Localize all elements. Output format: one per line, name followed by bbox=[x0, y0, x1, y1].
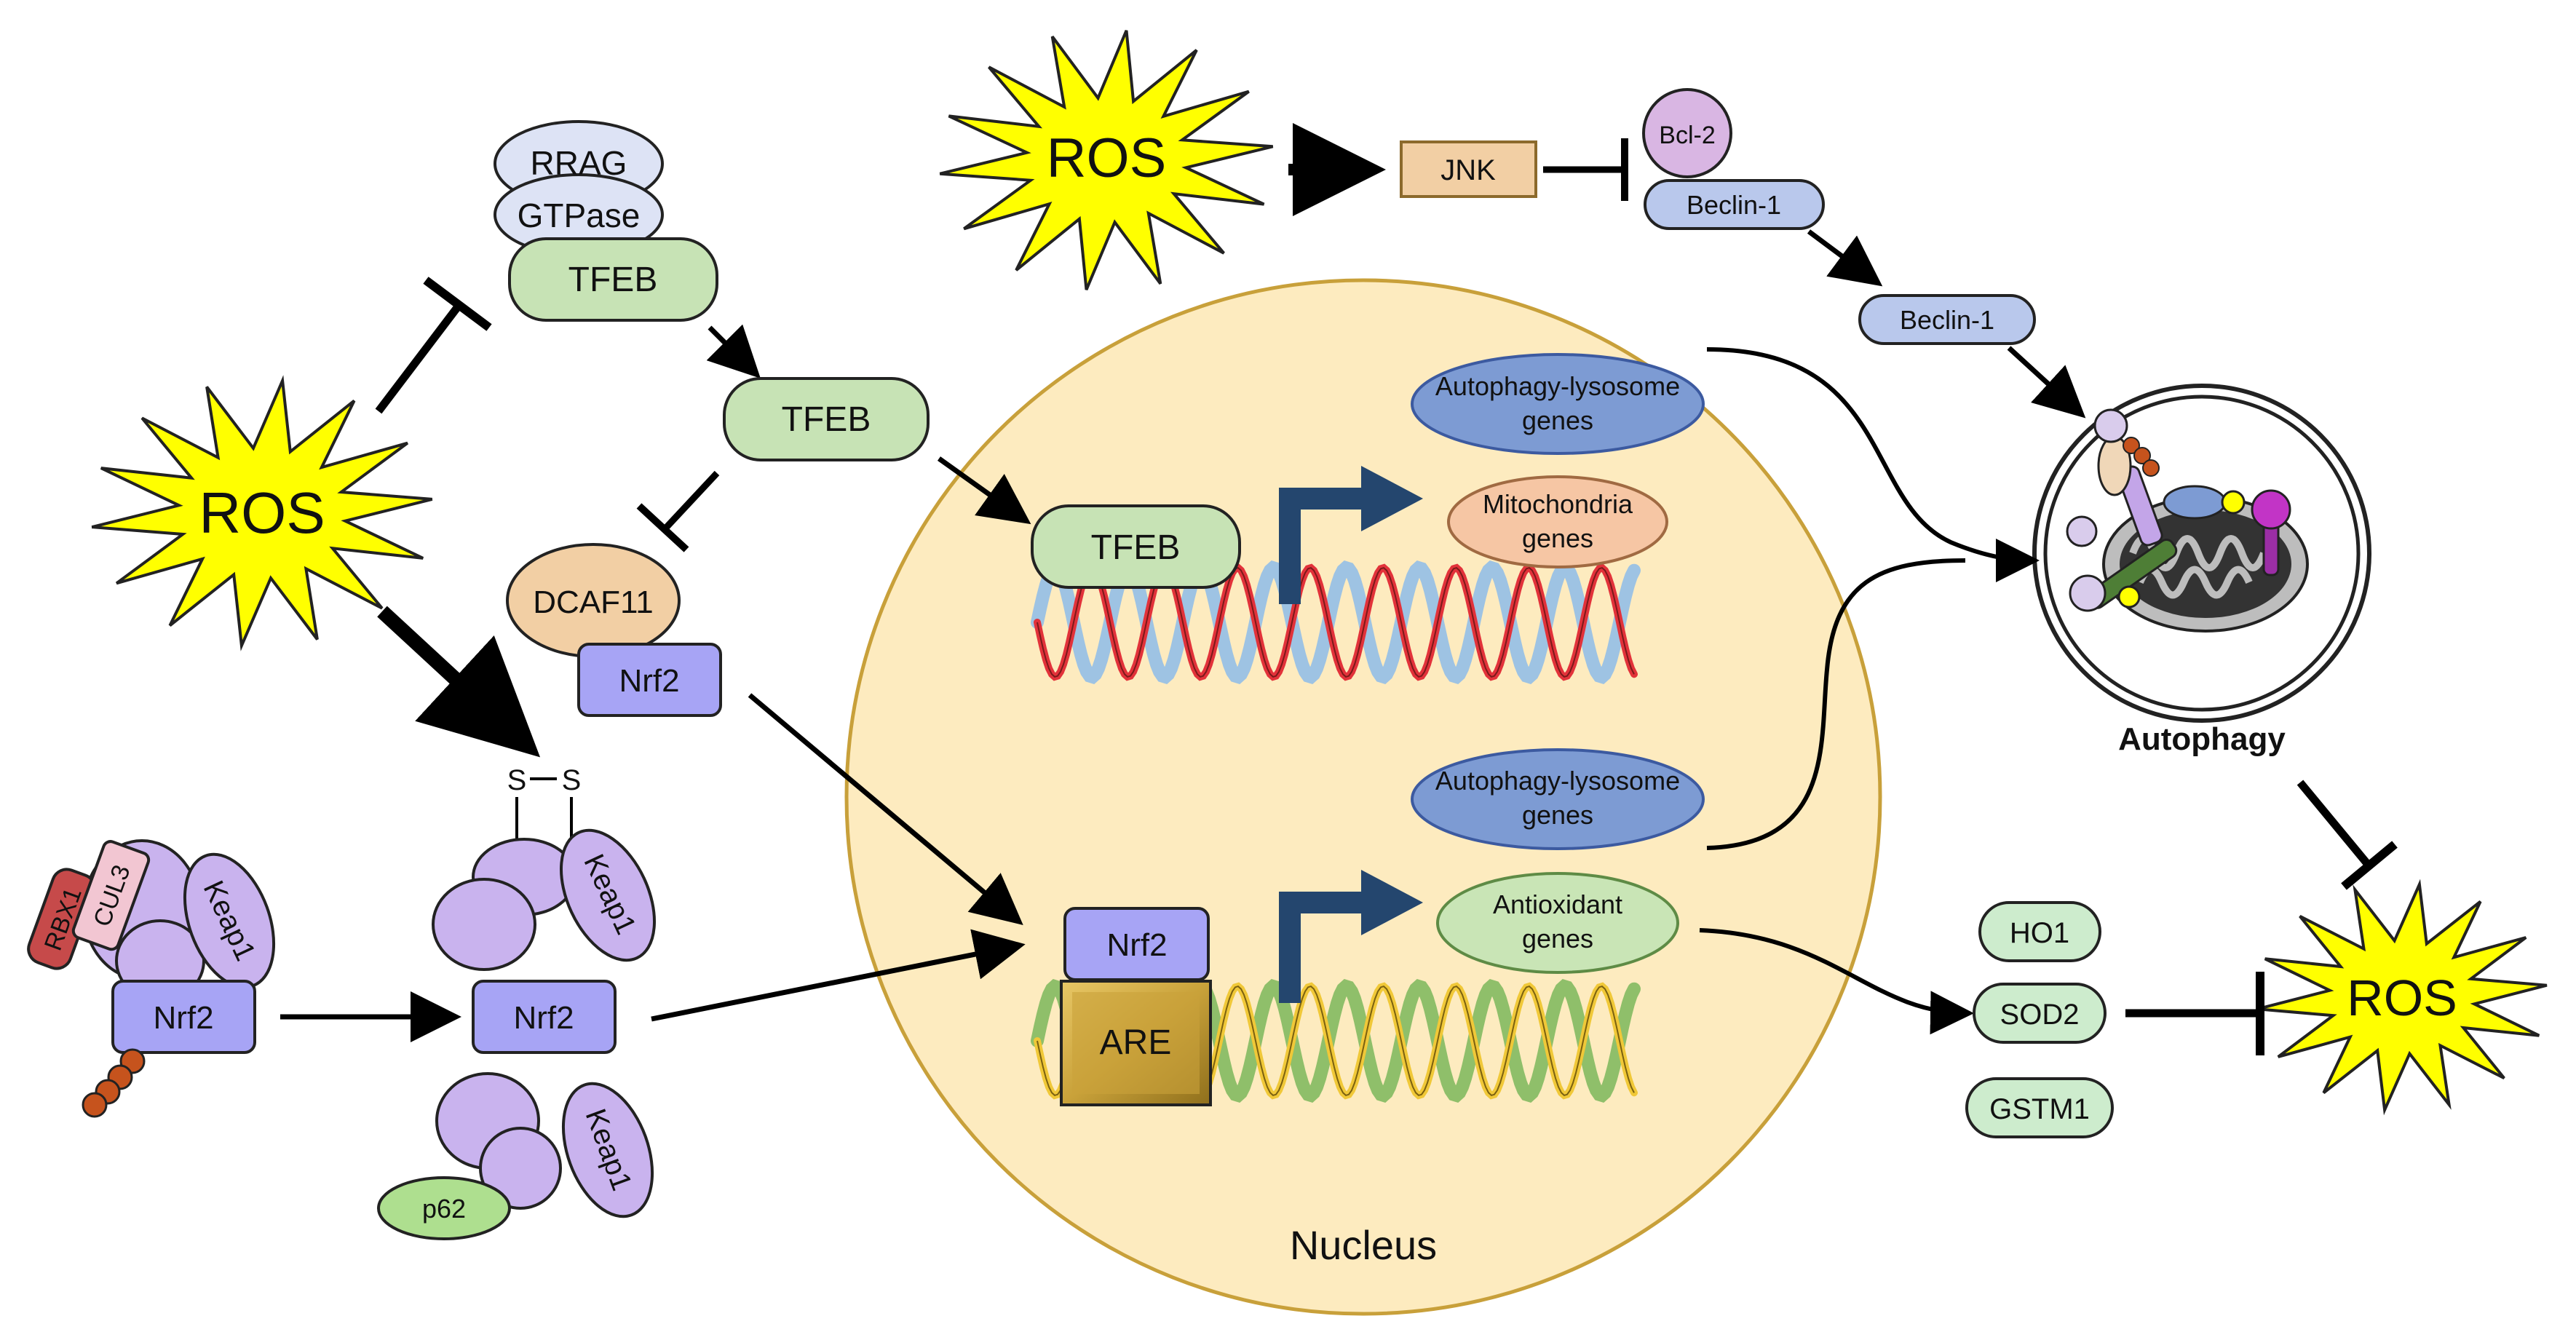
svg-text:genes: genes bbox=[1522, 523, 1593, 553]
bcl2-protein: Bcl-2 bbox=[1642, 88, 1732, 178]
enzyme-ho1: HO1 bbox=[1978, 901, 2101, 962]
svg-text:ROS: ROS bbox=[1047, 127, 1167, 189]
svg-text:genes: genes bbox=[1522, 405, 1593, 435]
jnk-box: JNK bbox=[1400, 140, 1537, 198]
dna-strand-red-outline bbox=[1037, 566, 1635, 678]
autophagy-label: Autophagy bbox=[2118, 721, 2286, 757]
arrow-free-nrf2-to-nucleus bbox=[651, 929, 1026, 1022]
arrow-tfeb-release bbox=[706, 324, 761, 378]
keap1-cul3-rbx1-complex: RBX1 CUL3 Keap1 bbox=[27, 839, 276, 1002]
transcription-arrowhead-lower bbox=[1361, 870, 1423, 935]
enzyme-gstm1: GSTM1 bbox=[1965, 1077, 2114, 1138]
arrow-antioxidant-to-enzymes bbox=[1699, 928, 1974, 1035]
svg-text:Beclin-1: Beclin-1 bbox=[1900, 305, 1994, 335]
dcaf11-protein: DCAF11 bbox=[506, 543, 681, 658]
svg-text:Antioxidant: Antioxidant bbox=[1493, 889, 1622, 919]
arrow-ros-to-keap1 bbox=[377, 606, 541, 758]
arrow-upper-genes-to-autophagy bbox=[1706, 347, 2040, 582]
transcription-arrow-lower bbox=[1279, 892, 1368, 1003]
receptor-magenta-icon bbox=[2163, 485, 2291, 576]
nrf2-dcaf11-bound: Nrf2 bbox=[577, 643, 722, 717]
arrow-beclin-to-autophagy bbox=[2007, 346, 2086, 419]
transcription-arrowhead-upper bbox=[1361, 466, 1423, 531]
svg-text:ARE: ARE bbox=[1100, 1023, 1172, 1062]
ros-starburst-top: ROS bbox=[939, 30, 1274, 290]
svg-text:TFEB: TFEB bbox=[1091, 528, 1181, 567]
inhibit-ros-rrag bbox=[375, 277, 492, 414]
svg-text:Nrf2: Nrf2 bbox=[153, 1000, 213, 1036]
beclin1-complexed: Beclin-1 bbox=[1644, 179, 1825, 230]
svg-text:genes: genes bbox=[1522, 800, 1593, 830]
rrag-gtpase-complex: RRAG GTPase bbox=[494, 120, 664, 256]
svg-text:Nrf2: Nrf2 bbox=[1106, 927, 1167, 963]
inhibit-tfeb-dcaf11 bbox=[636, 470, 720, 552]
arrow-lower-genes-to-autophagy bbox=[1706, 558, 1966, 850]
svg-text:GTPase: GTPase bbox=[518, 197, 641, 234]
ros-starburst-bottom-right: ROS bbox=[2256, 879, 2548, 1116]
nrf2-keap1-bound: Nrf2 bbox=[111, 980, 256, 1054]
transcription-arrow-upper bbox=[1279, 488, 1368, 604]
gene-antioxidant: Antioxidant genes bbox=[1436, 872, 1679, 974]
svg-text:S: S bbox=[507, 764, 527, 796]
svg-text:Beclin-1: Beclin-1 bbox=[1687, 190, 1781, 220]
nucleus-label: Nucleus bbox=[1290, 1222, 1437, 1268]
svg-text:Autophagy-lysosome: Autophagy-lysosome bbox=[1435, 371, 1680, 401]
svg-text:DCAF11: DCAF11 bbox=[533, 584, 653, 620]
svg-text:Autophagy-lysosome: Autophagy-lysosome bbox=[1435, 766, 1680, 796]
svg-text:HO1: HO1 bbox=[2010, 917, 2069, 949]
arrow-nrf2-to-nucleus bbox=[748, 693, 1023, 926]
inhibit-enzymes-ros bbox=[2125, 972, 2264, 1055]
beclin1-free: Beclin-1 bbox=[1858, 294, 2036, 345]
svg-text:S: S bbox=[562, 764, 582, 796]
tfeb-cytoplasmic-bound: TFEB bbox=[508, 237, 718, 322]
svg-text:Bcl-2: Bcl-2 bbox=[1659, 122, 1715, 149]
tfeb-nuclear: TFEB bbox=[1031, 504, 1241, 589]
keap1-p62-complex: Keap1 p62 bbox=[377, 1072, 654, 1240]
inhibit-jnk-bcl2 bbox=[1543, 138, 1628, 201]
svg-text:Nrf2: Nrf2 bbox=[513, 1000, 574, 1036]
gene-autophagy-lysosome-lower: Autophagy-lysosome genes bbox=[1411, 748, 1705, 850]
svg-text:Mitochondria: Mitochondria bbox=[1483, 489, 1633, 519]
arrow-beclin-release bbox=[1807, 229, 1883, 287]
svg-text:ROS: ROS bbox=[2347, 970, 2457, 1026]
svg-text:JNK: JNK bbox=[1440, 154, 1496, 186]
receptor-green-icon bbox=[2066, 515, 2178, 612]
ros-starburst-left: ROS bbox=[91, 375, 433, 651]
nrf2-nuclear: Nrf2 bbox=[1063, 907, 1210, 981]
gene-autophagy-lysosome-upper: Autophagy-lysosome genes bbox=[1411, 353, 1705, 455]
nrf2-free: Nrf2 bbox=[472, 980, 617, 1054]
svg-text:Nrf2: Nrf2 bbox=[619, 663, 679, 699]
receptor-purple-icon bbox=[2093, 408, 2163, 547]
nucleus bbox=[844, 278, 1882, 1316]
svg-text:ROS: ROS bbox=[199, 480, 325, 545]
svg-text:p62: p62 bbox=[422, 1194, 466, 1224]
svg-text:SOD2: SOD2 bbox=[2000, 999, 2080, 1031]
cul3-protein: CUL3 bbox=[71, 840, 151, 951]
keap1-oxidized: S S Keap1 bbox=[432, 764, 657, 971]
autophagosome bbox=[2032, 384, 2371, 723]
ubiquitin-chain-icon bbox=[82, 1048, 146, 1118]
p62-protein: p62 bbox=[377, 1176, 511, 1240]
arrow-tfeb-to-nucleus bbox=[937, 456, 1031, 525]
svg-text:RRAG: RRAG bbox=[531, 144, 627, 182]
svg-text:TFEB: TFEB bbox=[782, 400, 871, 439]
svg-text:TFEB: TFEB bbox=[568, 261, 658, 299]
gene-mitochondria: Mitochondria genes bbox=[1447, 475, 1668, 568]
are-element: ARE bbox=[1060, 980, 1212, 1106]
svg-text:GSTM1: GSTM1 bbox=[1989, 1093, 2090, 1125]
enzyme-sod2: SOD2 bbox=[1973, 983, 2107, 1044]
tfeb-cytoplasmic-free: TFEB bbox=[723, 377, 930, 461]
svg-text:genes: genes bbox=[1522, 924, 1593, 954]
inhibit-autophagy-ros bbox=[2296, 780, 2398, 890]
